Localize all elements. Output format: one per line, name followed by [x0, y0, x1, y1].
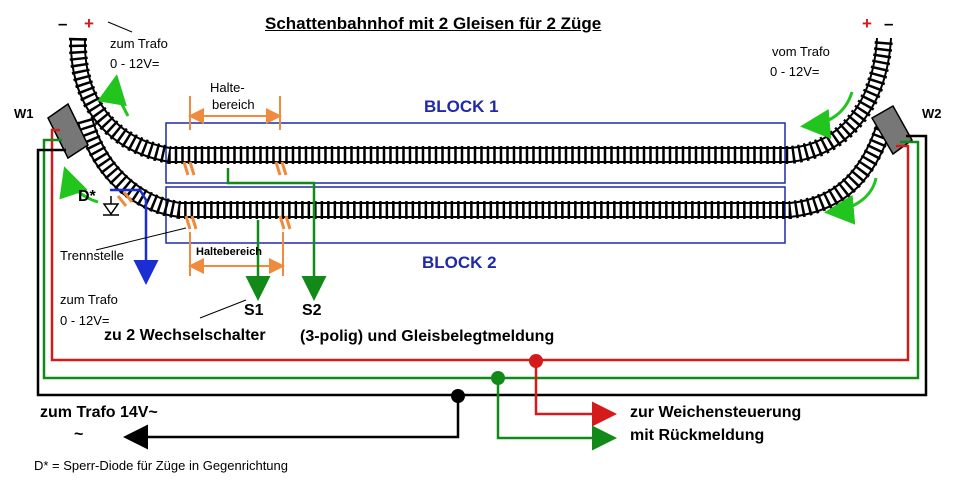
- label-right-trafo-top: vom Trafo: [772, 44, 830, 59]
- turnout-w1: [47, 102, 89, 160]
- label-halte-bottom: Haltebereich: [196, 246, 263, 258]
- label-tilde: ~: [74, 426, 84, 443]
- label-trennstelle: Trennstelle: [60, 248, 124, 263]
- label-s2: S2: [302, 302, 322, 319]
- s2-wire: [226, 168, 327, 301]
- trennstelle-pointer: [95, 227, 187, 251]
- green-wire: [42, 138, 920, 380]
- track-2: [76, 117, 895, 219]
- label-left-trafo-bottom: zum Trafo: [60, 292, 118, 307]
- track-1: [68, 37, 893, 164]
- blue-feeder-wire: [110, 188, 159, 285]
- label-block1: BLOCK 1: [424, 97, 499, 116]
- isolation-gaps: [116, 161, 292, 230]
- direction-arrows: [59, 74, 878, 225]
- label-footnote: D* = Sperr-Diode für Züge in Gegenrichtu…: [34, 458, 288, 473]
- label-switch-a: zu 2 Wechselschalter: [104, 327, 266, 344]
- black-wire: [36, 134, 928, 397]
- label-trafo14: zum Trafo 14V~: [40, 404, 158, 421]
- label-right-voltage-top: 0 - 12V=: [770, 64, 820, 79]
- trafo-top-pointer: [107, 21, 133, 33]
- right-minus: –: [884, 14, 894, 33]
- weichen-red-wire: [534, 361, 617, 427]
- trafo14-wire: [123, 396, 460, 450]
- label-s1: S1: [244, 302, 264, 319]
- label-weichen-2: mit Rückmeldung: [630, 427, 765, 444]
- label-left-voltage-top: 0 - 12V=: [110, 56, 160, 71]
- switch-pointer: [199, 299, 247, 319]
- diagram-title: Schattenbahnhof mit 2 Gleisen für 2 Züge: [265, 14, 602, 33]
- red-wire: [50, 128, 910, 362]
- left-plus: +: [84, 14, 94, 33]
- right-plus: +: [862, 14, 872, 33]
- label-diode: D*: [78, 188, 96, 205]
- label-w1: W1: [14, 106, 34, 121]
- label-left-voltage-bottom: 0 - 12V=: [60, 313, 110, 328]
- label-halte-top-2: bereich: [212, 97, 255, 112]
- left-minus: –: [58, 14, 68, 33]
- label-w2: W2: [922, 106, 942, 121]
- label-left-trafo-top: zum Trafo: [110, 36, 168, 51]
- label-switch-b: (3-polig) und Gleisbelegtmeldung: [300, 328, 555, 345]
- label-block2: BLOCK 2: [422, 253, 497, 272]
- halte-dimension-top: [188, 96, 282, 130]
- weichen-green-wire: [496, 378, 617, 451]
- label-halte-top-1: Halte-: [210, 80, 245, 95]
- block1-frame: [165, 122, 786, 184]
- label-weichen-1: zur Weichensteuerung: [630, 404, 802, 421]
- halte-dimension-bottom: [188, 232, 285, 276]
- diode-symbol: [102, 196, 120, 216]
